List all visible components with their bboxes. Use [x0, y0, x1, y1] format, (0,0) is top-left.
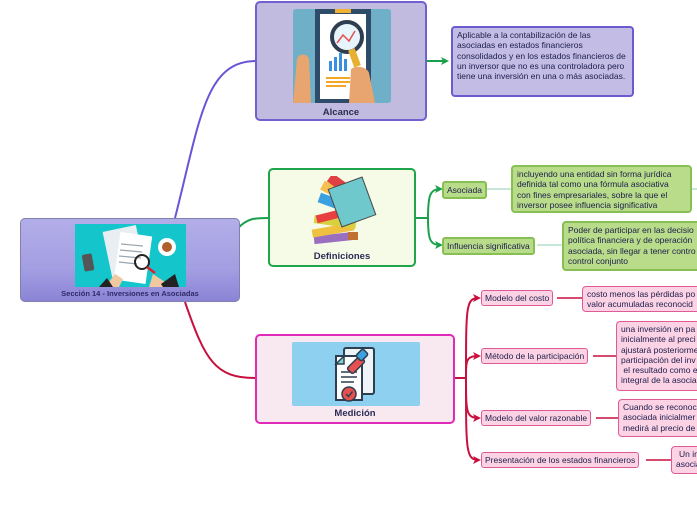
note-line: integral de la asocia — [621, 375, 697, 386]
topic-title-medicion: Medición — [334, 408, 376, 419]
note-modelo-del-valor-razonable[interactable]: Cuando se reconoc asociada inicialmer me… — [618, 399, 697, 437]
link-root-alcance — [174, 60, 256, 219]
note-line: una inversión en pa — [621, 324, 696, 334]
note-metodo-de-la-participacion[interactable]: una inversión en pa inicialmente al prec… — [616, 321, 697, 391]
note-alcance[interactable]: Aplicable a la contabilización de las as… — [451, 26, 634, 97]
note-line: Cuando se reconoc — [623, 402, 697, 412]
link-med-costo — [465, 294, 481, 379]
link-def-influencia — [427, 217, 443, 249]
note-line: valor acumuladas reconocid — [587, 299, 693, 310]
root-topic-node[interactable]: Sección 14 - Inversiones en Asociadas — [20, 218, 240, 302]
subtopic-influencia-significativa[interactable]: Influencia significativa — [442, 237, 535, 255]
link-def-asociada — [427, 185, 443, 219]
note-influencia-significativa[interactable]: Poder de participar en las decisio polít… — [562, 221, 697, 271]
note-line: ajustará posteriorme — [621, 344, 697, 355]
link-root-definiciones — [237, 217, 269, 229]
certified-document-icon — [292, 342, 420, 406]
newspaper-magnifier-icon — [75, 224, 186, 287]
link-med-razonable — [465, 377, 481, 422]
topic-alcance[interactable]: Alcance — [255, 1, 427, 121]
note-line: asociada inicialmer — [623, 412, 696, 423]
note-line: asocia — [676, 459, 697, 470]
subtopic-asociada[interactable]: Asociada — [442, 181, 487, 199]
link-med-presentacion — [465, 377, 481, 464]
note-line: Un in — [679, 449, 697, 459]
books-stack-icon — [304, 173, 384, 250]
topic-title-alcance: Alcance — [322, 107, 360, 118]
note-line: Poder de participar en las decisio — [568, 225, 694, 235]
note-line: participación del inv — [621, 354, 696, 365]
note-modelo-del-costo[interactable]: costo menos las pérdidas po valor acumul… — [582, 286, 697, 312]
link-med-participacion — [465, 352, 481, 379]
link-root-medicion — [184, 301, 256, 379]
note-presentacion-de-los-estados-financieros[interactable]: Un in asocia — [671, 446, 697, 474]
root-topic-title: Sección 14 - Inversiones en Asociadas — [61, 289, 199, 298]
note-line: definida tal como una fórmula asociativa — [517, 179, 669, 190]
note-line: inversor posee influencia significativa — [517, 199, 658, 210]
note-asociada[interactable]: incluyendo una entidad sin forma jurídic… — [511, 165, 692, 213]
subtopic-presentacion-de-los-estados-financieros[interactable]: Presentación de los estados financieros — [481, 452, 640, 468]
subtopic-modelo-del-costo[interactable]: Modelo del costo — [481, 290, 554, 306]
note-line: control conjunto — [568, 255, 629, 266]
note-line: el resultado como e — [621, 365, 697, 376]
topic-title-definiciones: Definiciones — [313, 251, 371, 262]
subtopic-metodo-de-la-participacion[interactable]: Método de la participación — [481, 348, 589, 364]
note-line: asociada, sin llegar a tener contro — [568, 245, 696, 256]
topic-definiciones[interactable]: Definiciones — [268, 168, 416, 267]
report-magnifier-icon — [293, 9, 391, 103]
note-line: inicialmente al preci — [621, 334, 696, 345]
note-line: medirá al precio de — [623, 422, 696, 433]
note-line: con fines empresariales, sobre la que el — [517, 189, 668, 200]
note-line: costo menos las pérdidas po — [587, 289, 696, 299]
note-line: política financiera y de operación — [568, 235, 693, 246]
subtopic-modelo-del-valor-razonable[interactable]: Modelo del valor razonable — [481, 410, 592, 426]
topic-medicion[interactable]: Medición — [255, 334, 455, 424]
note-line: incluyendo una entidad sin forma jurídic… — [517, 169, 672, 179]
